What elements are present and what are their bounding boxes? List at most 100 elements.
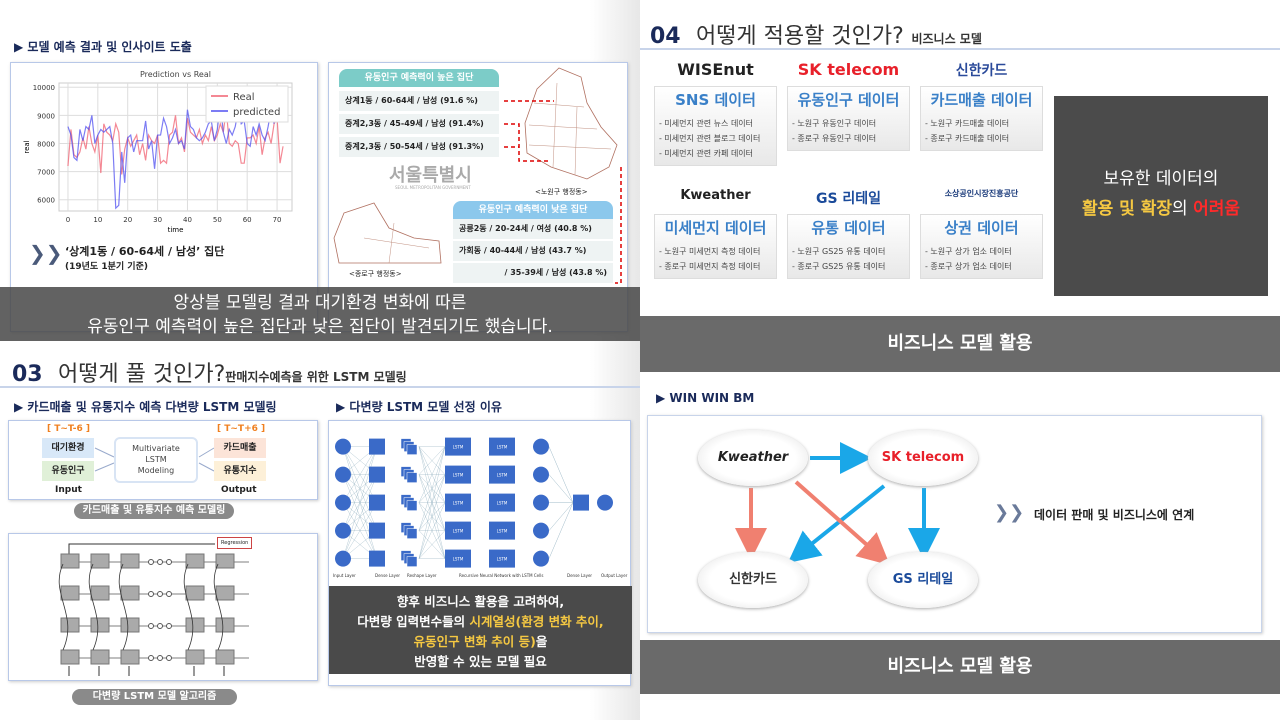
card-title: 상권 데이터 xyxy=(944,219,1019,237)
card-item: - 종로구 유동인구 데이터 xyxy=(792,134,877,143)
band-business-model: 비즈니스 모델 활용 xyxy=(640,640,1280,694)
subtitle: ▶ 다변량 LSTM 모델 선정 이유 xyxy=(336,400,502,414)
card-title: 유통 데이터 xyxy=(811,219,886,237)
overlay-red: 어려움 xyxy=(1193,199,1240,219)
chevron-icon: ❯❯ xyxy=(29,241,63,265)
card-item: - 종로구 미세먼지 측정 데이터 xyxy=(659,262,761,271)
ellipsis-dot xyxy=(148,559,154,565)
input-node xyxy=(335,522,351,539)
seoul-logo-en: SEOUL METROPOLITAN GOVERNMENT xyxy=(395,185,471,190)
caption-line: 앙상블 모델링 결과 대기환경 변화에 따른 xyxy=(173,293,467,313)
reshape-node xyxy=(406,556,418,567)
lstm-cell xyxy=(120,649,140,665)
data-card: SNS 데이터- 미세먼지 관련 뉴스 데이터- 미세먼지 관련 블로그 데이터… xyxy=(654,86,777,166)
ellipsis-dot xyxy=(157,623,163,629)
layer-label: Recursive Neural Network with LSTM Cells xyxy=(459,573,544,578)
lstm-cell xyxy=(120,585,140,601)
lstm-cell xyxy=(60,617,80,633)
model-line: LSTM xyxy=(145,455,167,464)
lstm-cell-label: LSTM xyxy=(453,557,464,562)
ellipsis-dot xyxy=(148,623,154,629)
lstm-cell xyxy=(489,465,515,484)
nn-edge xyxy=(418,502,446,559)
legend-label: predicted xyxy=(233,107,280,118)
reason-line: 반영할 수 있는 모델 필요 xyxy=(414,654,547,669)
lstm-cell xyxy=(445,549,471,568)
nn-edge xyxy=(342,474,378,559)
caption-line: 유동인구 예측력이 높은 집단과 낮은 집단이 발견되기도 했습니다. xyxy=(87,317,553,337)
skip-connection xyxy=(213,563,224,651)
input-label: Input xyxy=(55,485,82,495)
x-tick-label: 20 xyxy=(123,216,132,224)
section-number: 04 xyxy=(650,24,681,49)
nn-edge xyxy=(418,446,446,531)
lstm-cell-label: LSTM xyxy=(497,557,508,562)
section-number: 03 xyxy=(12,362,43,387)
layer-label: Reshape Layer xyxy=(407,573,437,578)
lstm-cell-label: LSTM xyxy=(453,529,464,534)
regression-line xyxy=(68,543,215,554)
input-range: [ T~T-6 ] xyxy=(47,424,90,434)
layer-label: Output Layer xyxy=(601,573,628,578)
legend-label: Real xyxy=(233,92,255,103)
high-group-row: 상계1동 / 60-64세 / 남성 (91.6 %) xyxy=(339,91,499,111)
rnn-output-node xyxy=(533,438,549,455)
dense-node xyxy=(369,438,385,455)
y-tick-label: 10000 xyxy=(33,84,55,92)
lstm-cell xyxy=(215,553,235,569)
insight-sub: (19년도 1분기 기준) xyxy=(65,262,148,272)
divider xyxy=(0,386,640,388)
model-line: Modeling xyxy=(137,466,175,475)
x-axis-label: time xyxy=(168,226,184,234)
x-tick-label: 30 xyxy=(153,216,162,224)
high-group-row: 중계2,3동 / 50-54세 / 남성 (91.3%) xyxy=(339,137,499,157)
lstm-algorithm-diagram: Regression xyxy=(8,533,318,681)
triangle-icon: ▶ xyxy=(14,40,28,54)
subtitle-text: WIN WIN BM xyxy=(669,391,755,405)
low-group-row: 공릉2동 / 20-24세 / 여성 (40.8 %) xyxy=(453,219,613,239)
lstm-cell xyxy=(445,437,471,456)
lstm-cell xyxy=(489,521,515,540)
seoul-logo: 서울특별시 xyxy=(389,165,472,186)
input-node xyxy=(335,466,351,483)
subtitle: ▶ WIN WIN BM xyxy=(656,391,755,405)
jongno-label: <종로구 행정동> xyxy=(349,270,402,278)
card-title: 카드매출 데이터 xyxy=(930,91,1033,109)
x-tick-label: 40 xyxy=(183,216,192,224)
input-item: 대기환경 xyxy=(42,438,94,458)
reshape-node xyxy=(406,444,418,455)
partner-logo: SK telecom xyxy=(797,60,900,79)
x-tick-label: 0 xyxy=(66,216,70,224)
partner-logo: 소상공인시장진흥공단 xyxy=(944,189,1019,198)
card-title: 유동인구 데이터 xyxy=(797,91,900,109)
y-tick-label: 6000 xyxy=(37,197,55,205)
high-group-row: 중계2,3동 / 45-49세 / 남성 (91.4%) xyxy=(339,114,499,134)
lstm-cell xyxy=(445,493,471,512)
x-tick-label: 70 xyxy=(273,216,282,224)
lstm-cell-label: LSTM xyxy=(453,501,464,506)
reason-text: 다변량 입력변수들의 xyxy=(357,614,470,629)
lstm-grid xyxy=(58,543,249,676)
subtitle-text: 카드매출 및 유통지수 예측 다변량 LSTM 모델링 xyxy=(27,400,277,414)
layer-label: Dense Layer xyxy=(567,573,593,578)
node-sk-telecom: SK telecom xyxy=(868,430,978,486)
section-heading: 어떻게 풀 것인가? xyxy=(57,362,226,387)
card-item: - 종로구 상가 업소 데이터 xyxy=(925,262,1012,271)
rnn-output-node xyxy=(533,550,549,567)
nowon-label: <노원구 행정동> xyxy=(535,188,588,196)
nn-edge xyxy=(342,502,378,559)
card-item: - 종로구 카드매출 데이터 xyxy=(925,134,1010,143)
card-title: 미세먼지 데이터 xyxy=(664,219,767,237)
x-tick-label: 60 xyxy=(243,216,252,224)
regression-box: Regression xyxy=(217,537,253,549)
lstm-cell xyxy=(90,617,110,633)
section-heading: 어떻게 적용할 것인가? xyxy=(695,24,904,49)
reason-text: 을 xyxy=(535,634,548,649)
winwin-arrows xyxy=(735,442,940,566)
card-item: - 노원구 GS25 유통 데이터 xyxy=(792,247,886,256)
caption-pill: 카드매출 및 유통지수 예측 모델링 xyxy=(74,503,234,519)
rnn-output-node xyxy=(533,494,549,511)
y-tick-label: 7000 xyxy=(37,169,55,177)
